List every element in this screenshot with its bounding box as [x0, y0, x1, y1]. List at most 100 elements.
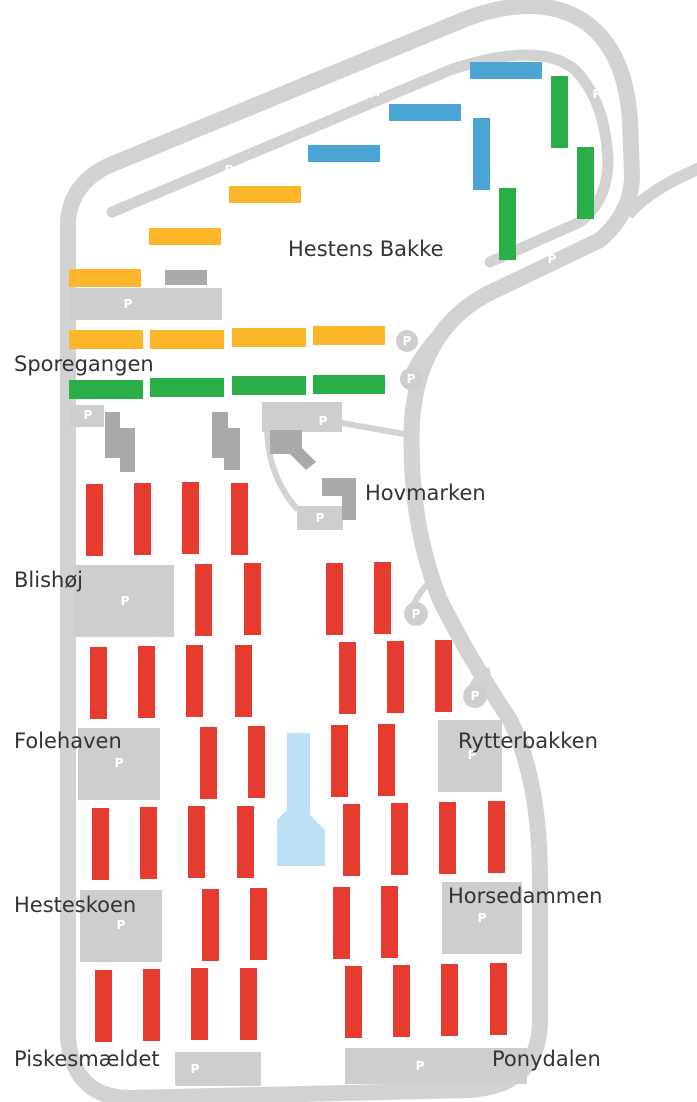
parking-area-2 [74, 565, 174, 637]
pitch-green-9 [577, 147, 594, 219]
road-parking-symbol-3: P [376, 85, 385, 99]
label-folehaven: Folehaven [14, 729, 122, 753]
parking-symbol: P [403, 334, 412, 348]
pitch-red-36 [331, 725, 348, 797]
pitch-green-16 [150, 378, 224, 397]
pitch-red-45 [488, 801, 505, 873]
pitch-red-37 [378, 724, 395, 796]
pitch-blue-4 [308, 145, 380, 162]
pitch-red-35 [248, 726, 265, 798]
parking-symbol: P [316, 511, 325, 525]
road-parking-symbol-6: P [548, 252, 557, 266]
parking-symbol: P [117, 918, 126, 932]
pitch-red-49 [381, 886, 398, 958]
label-rytterbakken: Rytterbakken [458, 729, 598, 753]
exit-road [623, 162, 697, 219]
inner-road-loop [106, 49, 614, 268]
pitch-red-27 [90, 647, 107, 719]
pitch-blue-6 [470, 62, 542, 79]
service-building-2 [105, 412, 135, 472]
label-sporegangen: Sporegangen [14, 352, 154, 376]
pitch-red-41 [237, 806, 254, 878]
parking-area-8 [442, 882, 522, 954]
pitch-red-44 [439, 802, 456, 874]
parking-symbol: P [121, 594, 130, 608]
parking-area-11 [297, 506, 343, 530]
parking-area-12 [396, 330, 418, 352]
pitch-blue-7 [473, 118, 490, 190]
pond [277, 733, 325, 866]
parking-area-9 [70, 405, 104, 427]
parking-symbol: P [124, 297, 133, 311]
link-road-top [406, 286, 502, 372]
pitch-green-17 [232, 376, 306, 395]
label-ponydalen: Ponydalen [492, 1047, 601, 1071]
parking-symbol: P [471, 689, 480, 703]
pitch-red-50 [95, 970, 112, 1042]
label-horsedammen: Horsedammen [448, 884, 602, 908]
pitch-red-26 [374, 562, 391, 634]
road-parking-symbol-2: P [593, 87, 602, 101]
parking-area-14 [404, 602, 428, 626]
pitch-red-22 [231, 483, 248, 555]
parking-area-7 [438, 720, 502, 792]
pitch-red-56 [441, 964, 458, 1036]
pitch-red-42 [343, 804, 360, 876]
pitch-red-31 [339, 642, 356, 714]
pond-shape [277, 733, 325, 866]
pitch-red-38 [92, 808, 109, 880]
pitch-red-48 [333, 887, 350, 959]
pitch-red-34 [200, 727, 217, 799]
parking-area-15 [463, 684, 487, 708]
pitch-green-8 [551, 76, 568, 148]
pitch-red-29 [186, 645, 203, 717]
pitch-red-57 [490, 963, 507, 1035]
road-parking-symbol-4: P [225, 163, 234, 177]
parking-area-13 [400, 368, 422, 390]
label-hesteskoen: Hesteskoen [14, 893, 136, 917]
pitch-red-40 [188, 806, 205, 878]
parking-symbol: P [416, 1059, 425, 1073]
label-piskesmaeldet: Piskesmældet [14, 1047, 160, 1071]
parking-area-3 [78, 728, 160, 800]
parking-symbol: P [412, 607, 421, 621]
pitch-red-20 [134, 483, 151, 555]
outer-road [60, 0, 640, 1102]
pitch-red-47 [250, 888, 267, 960]
pitches-layer [69, 62, 594, 1042]
parking-symbol: P [84, 408, 93, 422]
parking-area-5 [175, 1052, 261, 1086]
pitch-red-19 [86, 484, 103, 556]
road-parking-symbol-5: P [109, 225, 118, 239]
pitch-yellow-13 [232, 328, 306, 347]
area-labels: Hestens Bakke Sporegangen Hovmarken Blis… [14, 237, 602, 1071]
service-building-4 [270, 430, 316, 470]
pitch-yellow-2 [229, 186, 301, 203]
buildings-layer [105, 270, 356, 520]
pitch-red-39 [140, 807, 157, 879]
parking-area-10 [262, 402, 342, 432]
parking-symbol: P [468, 748, 477, 762]
pitch-yellow-11 [69, 330, 143, 349]
service-building-1 [165, 270, 207, 285]
label-hovmarken: Hovmarken [365, 481, 486, 505]
pitch-blue-5 [389, 104, 461, 121]
pitch-yellow-3 [69, 269, 141, 287]
pitch-red-23 [195, 564, 212, 636]
pitch-green-15 [69, 380, 143, 399]
service-building-5 [322, 478, 356, 520]
pitch-yellow-12 [150, 330, 224, 349]
pitch-red-24 [244, 563, 261, 635]
parking-symbol: P [115, 756, 124, 770]
pitch-red-43 [391, 803, 408, 875]
pitch-yellow-14 [313, 326, 385, 345]
pitch-green-10 [499, 188, 516, 260]
label-hestens-bakke: Hestens Bakke [288, 237, 444, 261]
pitch-red-28 [138, 646, 155, 718]
pitch-yellow-1 [149, 228, 221, 245]
parking-area-6 [345, 1048, 527, 1084]
pitch-red-54 [345, 966, 362, 1038]
pitch-red-53 [240, 968, 257, 1040]
